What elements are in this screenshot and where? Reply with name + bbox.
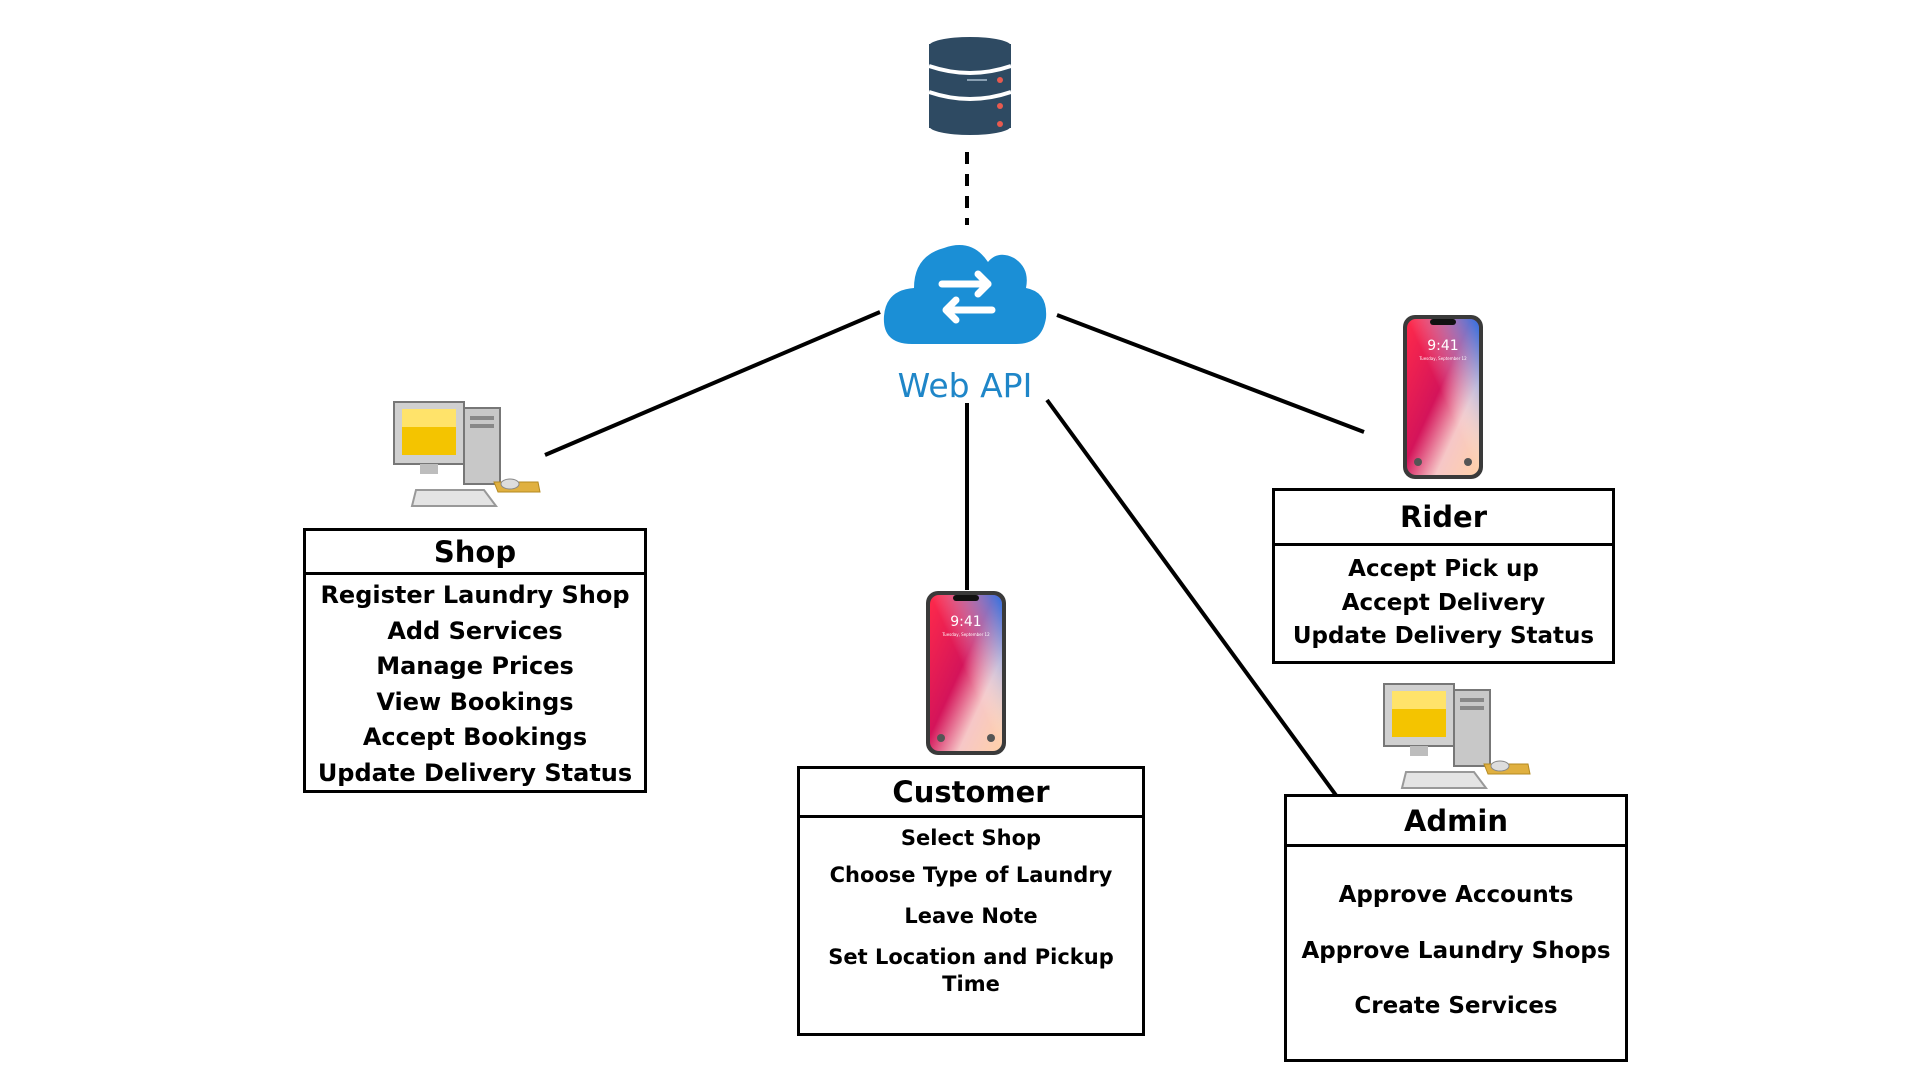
rider-box: Rider Accept Pick up Accept Delivery Upd… — [1272, 488, 1615, 664]
admin-title: Admin — [1287, 797, 1625, 847]
shop-item-manage-prices: Manage Prices — [376, 652, 574, 680]
rider-items: Accept Pick up Accept Delivery Update De… — [1275, 546, 1612, 654]
shop-item-update-delivery: Update Delivery Status — [317, 758, 633, 787]
database-icon — [928, 37, 1012, 135]
customer-item-leave-note: Leave Note — [904, 904, 1038, 928]
admin-item-create-services: Create Services — [1354, 993, 1558, 1019]
rider-title: Rider — [1275, 491, 1612, 546]
customer-item-select-shop: Select Shop — [900, 826, 1042, 850]
api-admin-connector — [1045, 398, 1340, 800]
web-api-node: Web API — [880, 232, 1050, 412]
admin-items: Approve Accounts Approve Laundry Shops C… — [1287, 882, 1625, 1019]
cloud-exchange-icon — [883, 245, 1047, 344]
api-shop-connector — [544, 310, 881, 457]
desktop-computer-icon — [393, 401, 541, 507]
rider-item-update-delivery: Update Delivery Status — [1292, 623, 1595, 649]
customer-item-set-location: Set Location and Pickup — [828, 945, 1114, 969]
customer-item-time: Time — [942, 972, 1000, 996]
customer-item-choose-type: Choose Type of Laundry — [829, 863, 1113, 887]
smartphone-icon: 9:41 Tuesday, September 12 — [925, 590, 1007, 756]
shop-item-register: Register Laundry Shop — [320, 581, 630, 609]
shop-item-add-services: Add Services — [387, 616, 563, 645]
admin-item-approve-shops: Approve Laundry Shops — [1301, 938, 1611, 964]
phone-date: Tuesday, September 12 — [1419, 356, 1467, 361]
web-api-label: Web API — [897, 366, 1033, 405]
shop-box: Shop Register Laundry Shop Add Services … — [303, 528, 647, 793]
desktop-computer-icon — [1383, 683, 1531, 789]
shop-item-accept-bookings: Accept Bookings — [362, 723, 588, 751]
phone-time: 9:41 — [950, 614, 982, 630]
customer-items: Select Shop Choose Type of Laundry Leave… — [800, 826, 1142, 996]
shop-item-view-bookings: View Bookings — [376, 687, 574, 716]
customer-box: Customer Select Shop Choose Type of Laun… — [797, 766, 1145, 1036]
admin-box: Admin Approve Accounts Approve Laundry S… — [1284, 794, 1628, 1062]
customer-title: Customer — [800, 769, 1142, 818]
phone-date: Tuesday, September 12 — [942, 632, 990, 637]
admin-item-approve-accounts: Approve Accounts — [1338, 882, 1574, 908]
api-rider-connector — [1056, 313, 1365, 434]
phone-time: 9:41 — [1427, 338, 1459, 354]
smartphone-icon: 9:41 Tuesday, September 12 — [1402, 314, 1484, 480]
shop-title: Shop — [306, 531, 644, 575]
rider-item-accept-delivery: Accept Delivery — [1341, 589, 1546, 616]
shop-items: Register Laundry Shop Add Services Manag… — [306, 575, 644, 791]
rider-item-accept-pickup: Accept Pick up — [1348, 556, 1539, 582]
